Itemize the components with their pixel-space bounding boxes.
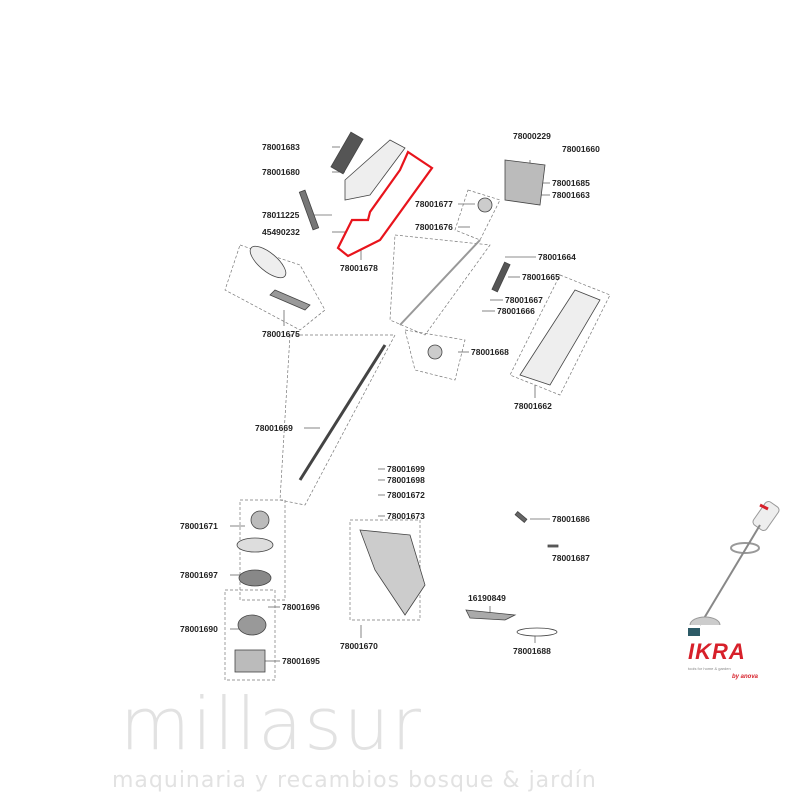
part-label[interactable]: 78001677 bbox=[415, 199, 453, 209]
logo-by: by anova bbox=[732, 674, 759, 680]
part-label[interactable]: 78001665 bbox=[522, 272, 560, 282]
part-label[interactable]: 78001662 bbox=[514, 401, 552, 411]
part-label[interactable]: 78001673 bbox=[387, 511, 425, 521]
part-label[interactable]: 78001697 bbox=[180, 570, 218, 580]
part-label[interactable]: 78001675 bbox=[262, 329, 300, 339]
logo-tagline: tools for home & garden bbox=[688, 666, 731, 671]
part-label[interactable]: 78001683 bbox=[262, 142, 300, 152]
part-label[interactable]: 78001676 bbox=[415, 222, 453, 232]
part-label[interactable]: 78001695 bbox=[282, 656, 320, 666]
part-label-highlighted[interactable]: 78001678 bbox=[340, 263, 378, 273]
part-label[interactable]: 78001672 bbox=[387, 490, 425, 500]
part-label[interactable]: 45490232 bbox=[262, 227, 300, 237]
watermark-brand: millasur bbox=[120, 682, 424, 766]
part-label[interactable]: 78001686 bbox=[552, 514, 590, 524]
part-label[interactable]: 78001669 bbox=[255, 423, 293, 433]
part-label[interactable]: 78001680 bbox=[262, 167, 300, 177]
part-label[interactable]: 78001660 bbox=[562, 144, 600, 154]
part-label[interactable]: 78001699 bbox=[387, 464, 425, 474]
logo-brand: IKRA bbox=[688, 639, 746, 664]
part-label[interactable]: 78011225 bbox=[262, 210, 300, 220]
highlight-outline bbox=[336, 150, 434, 258]
product-image bbox=[688, 501, 780, 636]
part-label[interactable]: 78001664 bbox=[538, 252, 576, 262]
part-label[interactable]: 78001698 bbox=[387, 475, 425, 485]
watermark-tagline: maquinaria y recambios bosque & jardín bbox=[112, 768, 597, 793]
part-label[interactable]: 78001688 bbox=[513, 646, 551, 656]
part-label[interactable]: 78001663 bbox=[552, 190, 590, 200]
part-label[interactable]: 78001670 bbox=[340, 641, 378, 651]
part-label[interactable]: 78001667 bbox=[505, 295, 543, 305]
part-label[interactable]: 78000229 bbox=[513, 131, 551, 141]
part-label[interactable]: 78001696 bbox=[282, 602, 320, 612]
part-label[interactable]: 78001668 bbox=[471, 347, 509, 357]
part-label[interactable]: 78001671 bbox=[180, 521, 218, 531]
part-label[interactable]: 78001690 bbox=[180, 624, 218, 634]
part-label[interactable]: 78001666 bbox=[497, 306, 535, 316]
ikra-logo: IKRA tools for home & garden by anova bbox=[688, 640, 788, 684]
part-label[interactable]: 78001687 bbox=[552, 553, 590, 563]
part-label[interactable]: 78001685 bbox=[552, 178, 590, 188]
part-label[interactable]: 16190849 bbox=[468, 593, 506, 603]
